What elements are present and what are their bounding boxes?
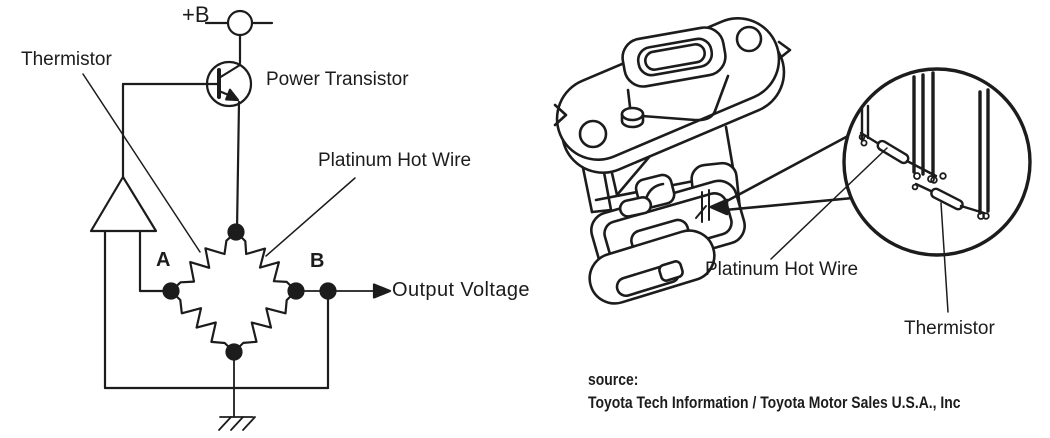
ground-slash-2 (230, 416, 244, 431)
source-attribution: Toyota Tech Information / Toyota Motor S… (588, 393, 961, 412)
power-supply-symbol (204, 9, 274, 65)
bridge-circuit-diagram (82, 9, 392, 431)
supply-circle (226, 9, 254, 37)
flange-bolt-hole-right (735, 25, 763, 53)
transistor-collector-lead (217, 63, 242, 80)
hot-wire-lead (905, 159, 938, 178)
sensor-illustration (553, 17, 1032, 313)
ground-slash-3 (242, 416, 256, 431)
opamp-triangle (89, 175, 158, 233)
emitter-to-bridge-wire (235, 100, 241, 232)
bracket-pill (618, 196, 653, 218)
thermistor-label-sensor: Thermistor (904, 318, 995, 339)
flange-notch-left (553, 103, 568, 127)
bridge-node-top (227, 223, 245, 241)
bridge-node-left (162, 282, 180, 300)
flange-notch-right (777, 40, 792, 60)
pin-foot (913, 172, 921, 180)
knob-top (620, 106, 645, 122)
platinum-leader-line-circuit (265, 177, 356, 257)
body-edge (590, 208, 613, 214)
thermistor-label-circuit: Thermistor (21, 49, 112, 70)
slot-tick (695, 205, 707, 219)
thermistor-lead (914, 182, 935, 194)
ground-branch (103, 351, 330, 431)
pin-foot (860, 139, 868, 147)
resistor-top-left (169, 230, 238, 293)
body-edge (724, 125, 735, 170)
thermistor-lead (959, 204, 986, 215)
thermistor-leader-line-sensor (940, 202, 949, 313)
output-branch (295, 282, 392, 390)
cone-upper-line (723, 134, 850, 204)
wire-foot (911, 183, 919, 191)
flange-bolt-hole-left (578, 119, 608, 149)
connector-rim-outer (636, 37, 714, 77)
source-label: source: (588, 370, 639, 389)
platinum-hot-wire-label-sensor: Platinum Hot Wire (705, 259, 859, 280)
wire-foot (939, 172, 947, 180)
output-voltage-label: Output Voltage (392, 279, 530, 301)
mid-brackets (618, 173, 676, 218)
resistor-bottom-right (232, 289, 298, 354)
bridge-node-a-label: A (156, 249, 171, 271)
sensing-slot (695, 189, 710, 223)
wire-foot (930, 176, 938, 184)
thermistor-element (911, 182, 990, 220)
power-transistor-label: Power Transistor (266, 69, 409, 90)
platinum-leader-line-sensor (770, 147, 888, 260)
connector-rim-inner (644, 43, 706, 71)
wheatstone-bridge (162, 223, 305, 361)
tube-outline (588, 229, 716, 305)
bottom-tube (588, 229, 716, 305)
magnifier-detail (858, 71, 990, 220)
knob-side (620, 112, 645, 129)
ground-slash-1 (218, 416, 232, 431)
resistor-top-right (234, 230, 298, 293)
platinum-hot-wire-label-circuit: Platinum Hot Wire (318, 150, 472, 171)
power-transistor-symbol (205, 60, 253, 232)
cone-apex-arrow (709, 198, 729, 216)
thermistor-leader-line (82, 73, 201, 253)
connector-top-face (621, 26, 727, 88)
wire-foot (858, 133, 866, 141)
knob (620, 106, 645, 129)
tube-tab (658, 260, 684, 282)
magnifier-circle (842, 67, 1032, 257)
resistor-bottom-left (169, 289, 236, 354)
opamp-input-right-wire (138, 229, 173, 293)
opamp-symbol (89, 82, 221, 390)
bplus-label: +B (182, 2, 210, 27)
bridge-node-b-label: B (310, 250, 325, 272)
hot-wire-element (858, 131, 947, 184)
transistor-emitter-arrow (225, 88, 240, 102)
output-arrowhead (372, 283, 392, 299)
wire-foot (982, 212, 990, 220)
